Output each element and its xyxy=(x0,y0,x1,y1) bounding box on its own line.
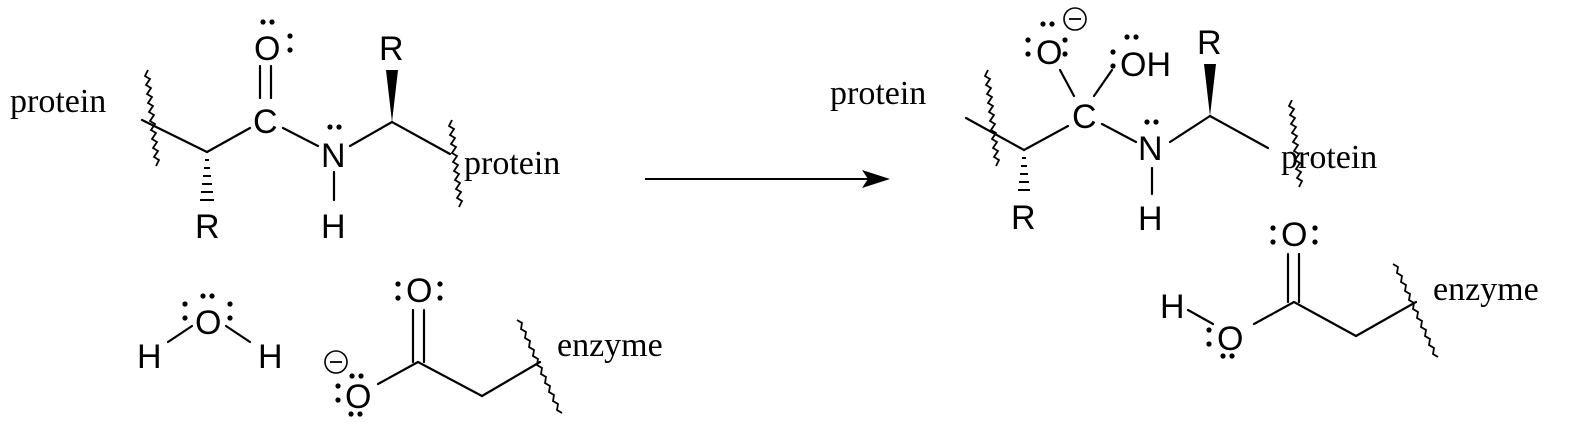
acid-hydrogen: H xyxy=(1160,288,1185,326)
wedge-bond-product xyxy=(1204,64,1216,116)
bond-c-ominus xyxy=(1058,68,1076,98)
bond-c-n-product xyxy=(1100,122,1138,144)
water-molecule: O H H xyxy=(137,293,283,376)
wavy-bond-right-product xyxy=(1287,99,1304,188)
wavy-bond-enzyme xyxy=(516,319,563,414)
bond-n-calpha-product xyxy=(1168,114,1212,144)
bond-c-o-single xyxy=(376,360,420,386)
amide-nitrogen: N xyxy=(321,137,346,175)
bond-c-oh xyxy=(1092,68,1114,98)
wavy-bond-left xyxy=(143,69,161,167)
lone-pair-nitrogen-product xyxy=(1144,119,1159,125)
lone-pairs-acid xyxy=(1206,225,1318,359)
water-hydrogen-right: H xyxy=(258,338,283,376)
amide-nitrogen-product: N xyxy=(1138,130,1163,168)
bond-ch2-enzyme xyxy=(480,360,542,398)
acid-oxygen-single: O xyxy=(1217,320,1243,358)
wavy-bond-enzyme-product xyxy=(1392,263,1439,358)
alkoxide-oxygen: O xyxy=(1036,34,1062,72)
enzyme-carboxylate: O O enzyme xyxy=(324,272,663,417)
lone-pairs-water xyxy=(182,293,233,321)
lone-pairs-carboxylate xyxy=(335,281,443,417)
amide-hydrogen: H xyxy=(321,208,346,246)
protein-label-right: protein xyxy=(464,145,560,182)
hydroxyl-group: OH xyxy=(1120,46,1171,84)
bond-c-n xyxy=(281,126,320,148)
lone-pair-nitrogen xyxy=(327,124,342,130)
enzyme-label: enzyme xyxy=(557,327,663,364)
wavy-bond-right xyxy=(447,119,464,208)
negative-charge-icon xyxy=(324,350,348,374)
bond-backbone-1 xyxy=(140,118,209,154)
bond-n-calpha xyxy=(348,120,394,148)
r-group-bottom: R xyxy=(195,208,220,246)
bond-acid-o-h xyxy=(1186,308,1215,326)
bond-acid-ch2-enzyme xyxy=(1354,300,1418,338)
protein-label-left: protein xyxy=(10,83,106,120)
carbonyl-carbon: C xyxy=(253,103,278,141)
acid-oxygen-double: O xyxy=(1281,216,1307,254)
lone-pairs-alkoxide xyxy=(1025,21,1068,57)
r-group-top-product: R xyxy=(1197,24,1222,62)
r-group-bottom-product: R xyxy=(1011,199,1036,237)
bond-calpha-right xyxy=(390,120,452,156)
water-oxygen: O xyxy=(195,304,221,342)
wedge-bond xyxy=(386,70,398,122)
bond-acid-c-ch2 xyxy=(1292,300,1358,338)
carbonyl-oxygen: O xyxy=(254,30,280,68)
carboxylate-oxygen-double: O xyxy=(406,272,432,310)
amide-hydrogen-product: H xyxy=(1138,200,1163,238)
protein-label-right-product: protein xyxy=(1281,139,1377,176)
tetrahedral-intermediate: protein protein O OH C N H R R xyxy=(830,7,1377,238)
reactant-peptide: protein protein O C N H R R xyxy=(10,19,560,246)
protein-label-left-product: protein xyxy=(830,75,926,112)
bond-backbone-2-product xyxy=(1022,124,1070,152)
r-group-top: R xyxy=(379,30,404,68)
lone-pairs-hydroxyl xyxy=(1110,34,1139,69)
water-hydrogen-left: H xyxy=(137,338,162,376)
bond-backbone-2 xyxy=(205,126,252,154)
tetrahedral-carbon: C xyxy=(1072,98,1097,136)
carboxylate-oxygen-single: O xyxy=(345,378,371,416)
hashed-bond xyxy=(200,159,214,201)
negative-charge-icon-product xyxy=(1063,7,1087,31)
enzyme-carboxylic-acid: O O H enzyme xyxy=(1160,216,1539,359)
wavy-bond-left-product xyxy=(983,69,1001,167)
bond-c-ch2 xyxy=(416,360,484,398)
bond-acid-c-o-single xyxy=(1252,300,1296,326)
bond-o-h-right xyxy=(224,324,252,344)
enzyme-label-product: enzyme xyxy=(1433,271,1539,308)
lone-pairs-carbonyl xyxy=(260,19,293,53)
bond-calpha-right-product xyxy=(1208,114,1270,150)
bond-h-o-left xyxy=(166,324,194,344)
bond-backbone-1-product xyxy=(964,116,1026,152)
reaction-arrow-icon xyxy=(645,170,890,188)
hashed-bond-product xyxy=(1018,157,1030,191)
